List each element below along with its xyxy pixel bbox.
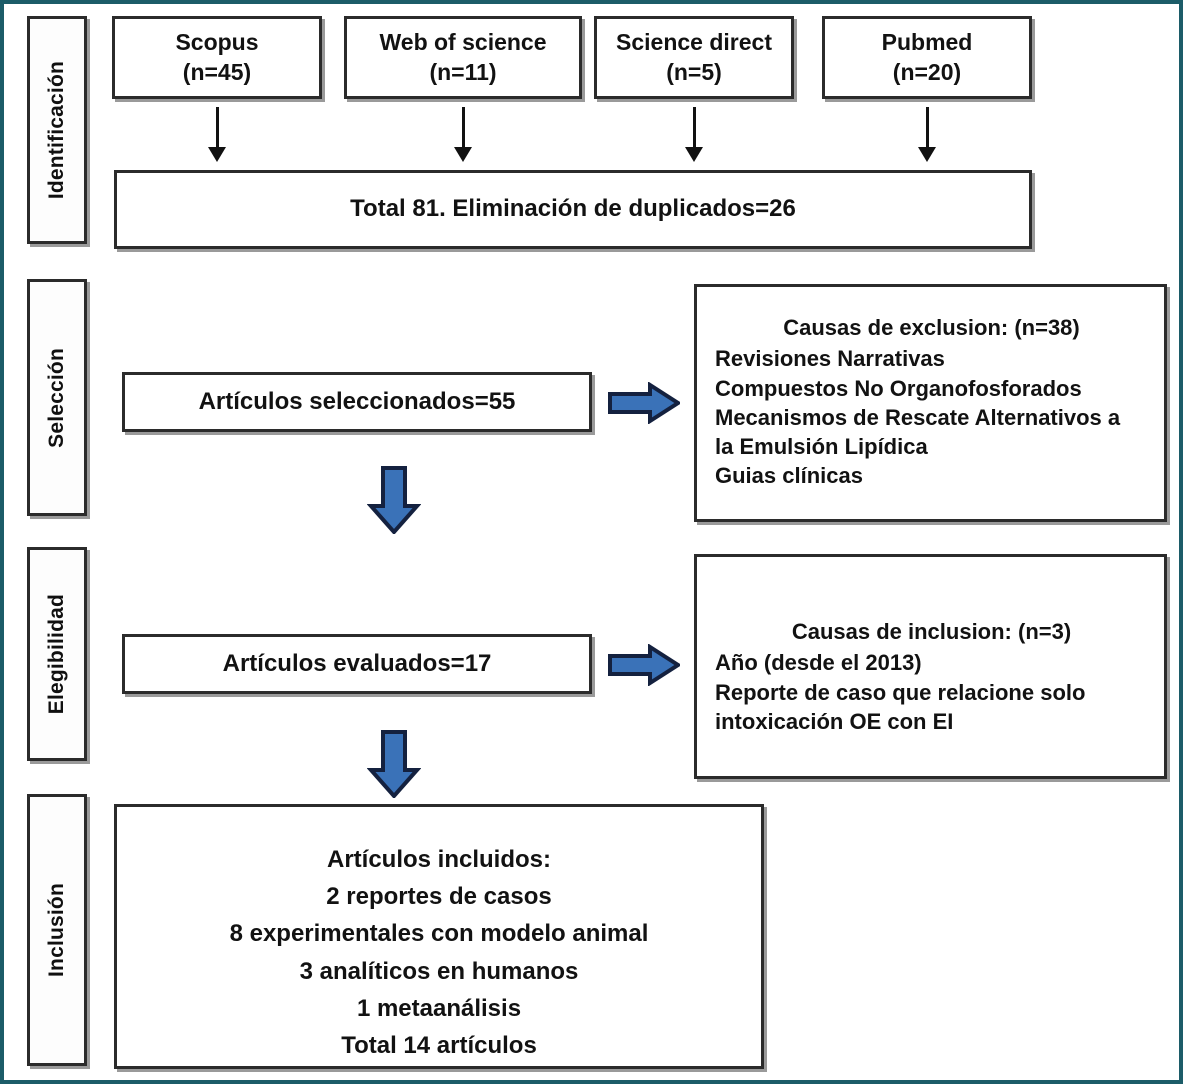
- total-duplicates-text: Total 81. Eliminación de duplicados=26: [350, 195, 796, 223]
- included-line: 3 analíticos en humanos: [299, 957, 579, 985]
- source-count: (n=5): [666, 58, 722, 85]
- stage-label-text: Inclusión: [45, 883, 68, 977]
- total-duplicates-box: Total 81. Eliminación de duplicados=26: [114, 170, 1032, 249]
- arrow-down-web-of-science-icon: [453, 107, 473, 162]
- included-total-line: Total 14 artículos: [341, 1031, 537, 1059]
- stage-label-text: Selección: [45, 347, 68, 448]
- stage-label-identificacion: Identificación: [27, 16, 87, 244]
- included-articles-box: Artículos incluidos: 2 reportes de casos…: [114, 804, 764, 1069]
- arrow-down-pubmed-icon: [917, 107, 937, 162]
- source-count: (n=20): [892, 58, 962, 85]
- arrow-down-inclusion-icon: [367, 730, 421, 798]
- inclusion-causes-heading: Causas de inclusion: (n=3): [791, 619, 1072, 644]
- arrow-down-science-direct-icon: [684, 107, 704, 162]
- stage-label-text: Elegibilidad: [45, 593, 68, 715]
- evaluated-articles-box: Artículos evaluados=17: [122, 634, 592, 694]
- exclusion-item: Compuestos No Organofosforados: [715, 375, 1082, 401]
- source-count: (n=45): [182, 58, 252, 85]
- included-line: 2 reportes de casos: [326, 883, 552, 911]
- inclusion-causes-item: Reporte de caso que relacione solo: [715, 679, 1086, 705]
- stage-label-seleccion: Selección: [27, 279, 87, 516]
- source-name: Science direct: [616, 29, 772, 56]
- source-box-science-direct: Science direct (n=5): [594, 16, 794, 99]
- evaluated-articles-text: Artículos evaluados=17: [222, 649, 492, 677]
- stage-label-elegibilidad: Elegibilidad: [27, 547, 87, 761]
- source-box-web-of-science: Web of science (n=11): [344, 16, 582, 99]
- inclusion-causes-item: Año (desde el 2013): [715, 650, 922, 676]
- selected-articles-text: Artículos seleccionados=55: [198, 387, 516, 415]
- source-count: (n=11): [429, 58, 497, 85]
- arrow-right-exclusion-icon: [608, 382, 680, 424]
- exclusion-reasons-box: Causas de exclusion: (n=38) Revisiones N…: [694, 284, 1167, 522]
- included-line: 8 experimentales con modelo animal: [229, 920, 649, 948]
- arrow-right-inclusion-causes-icon: [608, 644, 680, 686]
- arrow-down-eligibility-icon: [367, 466, 421, 534]
- exclusion-heading: Causas de exclusion: (n=38): [783, 315, 1080, 340]
- exclusion-item: Revisiones Narrativas: [715, 346, 945, 372]
- inclusion-causes-item: intoxicación OE con EI: [715, 708, 954, 734]
- source-name: Web of science: [379, 29, 547, 56]
- source-name: Pubmed: [881, 29, 973, 56]
- inclusion-causes-box: Causas de inclusion: (n=3) Año (desde el…: [694, 554, 1167, 779]
- source-box-scopus: Scopus (n=45): [112, 16, 322, 99]
- source-box-pubmed: Pubmed (n=20): [822, 16, 1032, 99]
- arrow-down-scopus-icon: [207, 107, 227, 162]
- selected-articles-box: Artículos seleccionados=55: [122, 372, 592, 432]
- exclusion-item: Mecanismos de Rescate Alternativos a: [715, 404, 1121, 430]
- included-line: Artículos incluidos:: [326, 846, 551, 873]
- exclusion-item: la Emulsión Lipídica: [715, 434, 928, 459]
- exclusion-item: Guias clínicas: [715, 463, 863, 489]
- included-line: 1 metaanálisis: [356, 994, 522, 1022]
- stage-label-inclusion: Inclusión: [27, 794, 87, 1066]
- source-name: Scopus: [175, 29, 259, 56]
- stage-label-text: Identificación: [45, 60, 68, 200]
